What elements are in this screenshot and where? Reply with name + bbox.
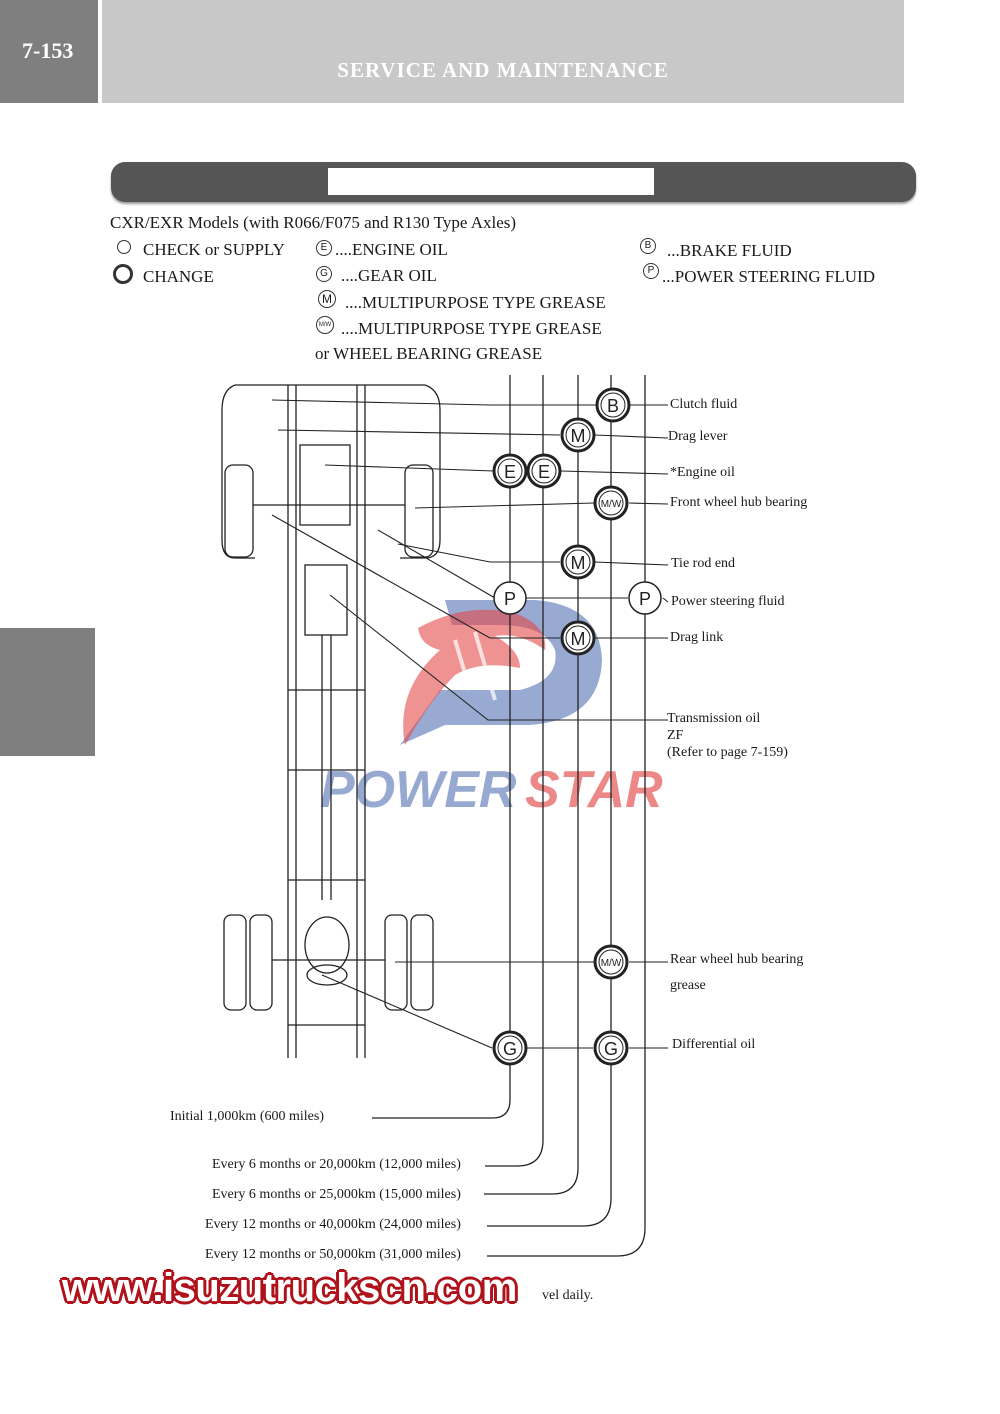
label-clutch-fluid: Clutch fluid [670, 397, 738, 412]
multi-symbol-drag-lever: M [571, 426, 586, 446]
label-ps-fluid: Power steering fluid [671, 594, 785, 609]
powerstar-logo-icon: POWER STAR [320, 600, 663, 819]
page-number: 7-153 [22, 38, 74, 63]
label-differential-oil: Differential oil [672, 1037, 756, 1052]
label-rear-hub-2: grease [670, 978, 706, 993]
engine-oil-symbol-icon: E [316, 240, 332, 256]
gear-symbol-2: G [604, 1039, 618, 1059]
check-symbol-icon [117, 240, 131, 254]
power-symbol-2: P [639, 589, 651, 609]
side-tab [0, 628, 95, 756]
legend-mp-wheel-grease-1: ....MULTIPURPOSE TYPE GREASE [341, 319, 602, 338]
page-number-box: 7-153 [0, 0, 98, 103]
title-bar-blank [328, 168, 654, 195]
label-tie-rod: Tie rod end [671, 556, 736, 571]
label-engine-oil: *Engine oil [670, 465, 735, 480]
legend-ps-fluid: ...POWER STEERING FLUID [662, 267, 875, 286]
gear-symbol-1: G [503, 1039, 517, 1059]
brake-symbol: B [607, 396, 619, 416]
change-symbol-icon [113, 264, 133, 284]
legend-brake-fluid: ...BRAKE FLUID [667, 241, 792, 260]
label-transmission-3: (Refer to page 7-159) [667, 745, 788, 760]
interval-3: Every 12 months or 40,000km (24,000 mile… [205, 1217, 461, 1232]
label-transmission-2: ZF [667, 728, 684, 743]
header-band: SERVICE AND MAINTENANCE [102, 0, 904, 103]
watermark-url: www.isuzutruckscn.com [62, 1266, 517, 1310]
legend-gear-oil: ....GEAR OIL [341, 266, 437, 285]
title-bar [111, 162, 916, 202]
power-steering-symbol-icon: P [643, 263, 659, 279]
brake-fluid-symbol-icon: B [640, 238, 656, 254]
watermark-brand-power: POWER [320, 761, 517, 819]
interval-initial: Initial 1,000km (600 miles) [170, 1109, 324, 1124]
label-drag-link: Drag link [670, 630, 724, 645]
multi-symbol-tie-rod: M [571, 553, 586, 573]
footer-note: vel daily. [542, 1288, 594, 1303]
wheel-bearing-grease-symbol-icon: M/W [316, 316, 334, 334]
label-front-hub: Front wheel hub bearing [670, 495, 808, 510]
watermark-brand-star: STAR [525, 761, 663, 819]
multi-symbol-drag-link: M [571, 629, 586, 649]
multipurpose-grease-symbol-icon: M [318, 290, 336, 308]
label-transmission-1: Transmission oil [667, 711, 761, 726]
engine-symbol-2: E [538, 462, 550, 482]
interval-4: Every 12 months or 50,000km (31,000 mile… [205, 1247, 461, 1262]
gear-oil-symbol-icon: G [316, 266, 332, 282]
label-drag-lever: Drag lever [668, 429, 728, 444]
label-rear-hub-1: Rear wheel hub bearing [670, 952, 804, 967]
models-line: CXR/EXR Models (with R066/F075 and R130 … [110, 213, 517, 232]
legend-mp-grease: ....MULTIPURPOSE TYPE GREASE [345, 293, 606, 312]
mw-symbol-rear: M/W [601, 958, 622, 969]
section-title: SERVICE AND MAINTENANCE [337, 58, 669, 82]
interval-2: Every 6 months or 25,000km (15,000 miles… [212, 1187, 461, 1202]
legend-mp-wheel-grease-2: or WHEEL BEARING GREASE [315, 344, 543, 363]
power-symbol-1: P [504, 589, 516, 609]
engine-symbol-1: E [504, 462, 516, 482]
legend-engine-oil: ....ENGINE OIL [335, 240, 448, 259]
legend-change: CHANGE [143, 267, 214, 286]
interval-1: Every 6 months or 20,000km (12,000 miles… [212, 1157, 461, 1172]
mw-symbol-front: M/W [601, 499, 622, 510]
legend-check: CHECK or SUPPLY [143, 240, 285, 259]
